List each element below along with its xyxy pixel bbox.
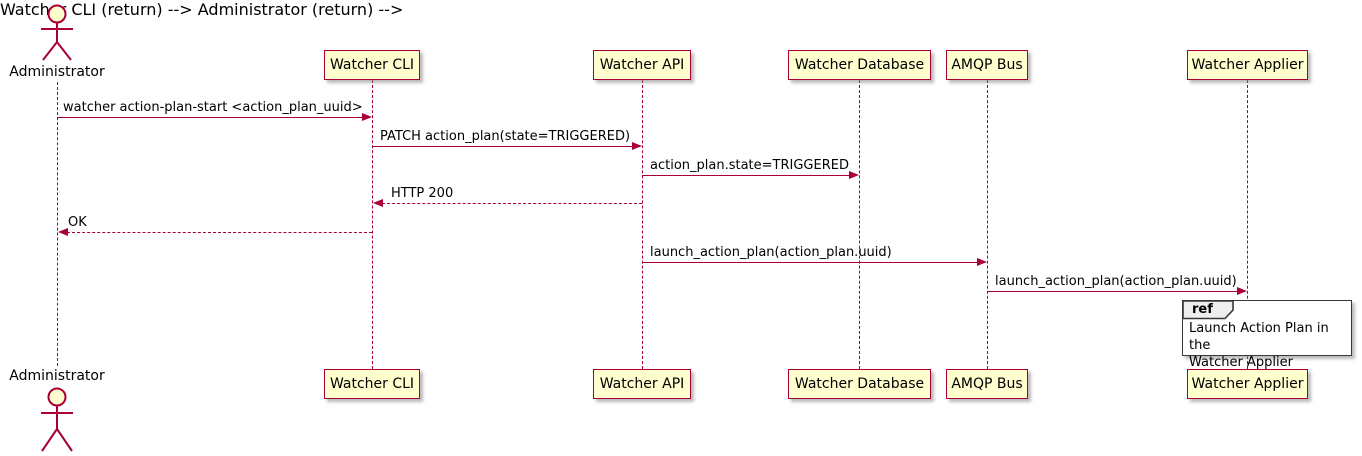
message-launch-action-plan-amqp-label: launch_action_plan(action_plan.uuid) bbox=[650, 245, 892, 260]
participant-label: Watcher CLI bbox=[329, 57, 415, 73]
arrowhead-left-icon bbox=[373, 198, 383, 207]
arrowhead-right-icon bbox=[632, 141, 642, 150]
message-state-triggered-label: action_plan.state=TRIGGERED bbox=[650, 158, 849, 173]
ref-text-line2: Watcher Applier bbox=[1189, 355, 1293, 370]
participant-label: AMQP Bus bbox=[951, 57, 1023, 73]
message-http-200-label: HTTP 200 bbox=[391, 186, 454, 201]
message-patch-action-plan-label: PATCH action_plan(state=TRIGGERED) bbox=[380, 129, 631, 144]
message-ok-line bbox=[67, 232, 372, 233]
message-launch-action-plan-applier-label: launch_action_plan(action_plan.uuid) bbox=[995, 274, 1237, 289]
participant-watcher-applier-bottom: Watcher Applier bbox=[1187, 369, 1308, 399]
participant-label: Watcher Applier bbox=[1191, 376, 1304, 392]
arrowhead-right-icon bbox=[849, 170, 859, 179]
arrowhead-left-icon bbox=[58, 227, 68, 236]
arrowhead-right-icon bbox=[977, 257, 987, 266]
message-action-plan-start-label: watcher action-plan-start <action_plan_u… bbox=[63, 100, 363, 115]
participant-watcher-cli-top: Watcher CLI bbox=[324, 50, 420, 80]
participant-watcher-api-bottom: Watcher API bbox=[593, 369, 691, 399]
participant-amqp-bus-top: AMQP Bus bbox=[946, 50, 1028, 80]
participant-label: Watcher Applier bbox=[1191, 57, 1304, 73]
message-ok-label: OK bbox=[68, 215, 87, 230]
lifeline-watcher-database bbox=[859, 80, 860, 369]
message-patch-action-plan-line bbox=[372, 146, 633, 147]
administrator-label-bottom: Administrator bbox=[9, 368, 105, 384]
participant-watcher-applier-top: Watcher Applier bbox=[1187, 50, 1308, 80]
message-launch-action-plan-amqp-line bbox=[642, 262, 978, 263]
participant-watcher-database-top: Watcher Database bbox=[788, 50, 931, 80]
ref-text-line1: Launch Action Plan in the bbox=[1189, 321, 1329, 353]
lifeline-watcher-cli bbox=[372, 80, 373, 369]
administrator-actor-icon bbox=[37, 3, 77, 67]
message-action-plan-start-line bbox=[57, 117, 363, 118]
participant-label: Watcher CLI bbox=[329, 376, 415, 392]
ref-keyword: ref bbox=[1192, 302, 1213, 317]
ref-text: Launch Action Plan in the Watcher Applie… bbox=[1189, 320, 1347, 371]
administrator-label-top: Administrator bbox=[9, 64, 105, 80]
ref-fragment: ref Launch Action Plan in the Watcher Ap… bbox=[1182, 300, 1352, 370]
participant-label: Watcher Database bbox=[794, 376, 925, 392]
participant-watcher-cli-bottom: Watcher CLI bbox=[324, 369, 420, 399]
ref-tab-shape bbox=[1182, 300, 1234, 320]
lifeline-amqp-bus bbox=[987, 80, 988, 369]
participant-watcher-api-top: Watcher API bbox=[593, 50, 691, 80]
message-http-200-line bbox=[382, 203, 642, 204]
lifeline-watcher-api bbox=[642, 80, 643, 369]
participant-label: Watcher API bbox=[599, 376, 685, 392]
participant-watcher-database-bottom: Watcher Database bbox=[788, 369, 931, 399]
lifeline-administrator bbox=[57, 82, 58, 366]
arrowhead-right-icon bbox=[362, 112, 372, 121]
lifeline-watcher-applier bbox=[1247, 80, 1248, 369]
administrator-actor-icon-bottom bbox=[37, 386, 77, 456]
arrowhead-right-icon bbox=[1237, 286, 1247, 295]
participant-label: Watcher Database bbox=[794, 57, 925, 73]
participant-amqp-bus-bottom: AMQP Bus bbox=[946, 369, 1028, 399]
participant-label: AMQP Bus bbox=[951, 376, 1023, 392]
message-launch-action-plan-applier-line bbox=[987, 291, 1238, 292]
participant-label: Watcher API bbox=[599, 57, 685, 73]
message-state-triggered-line bbox=[642, 175, 850, 176]
